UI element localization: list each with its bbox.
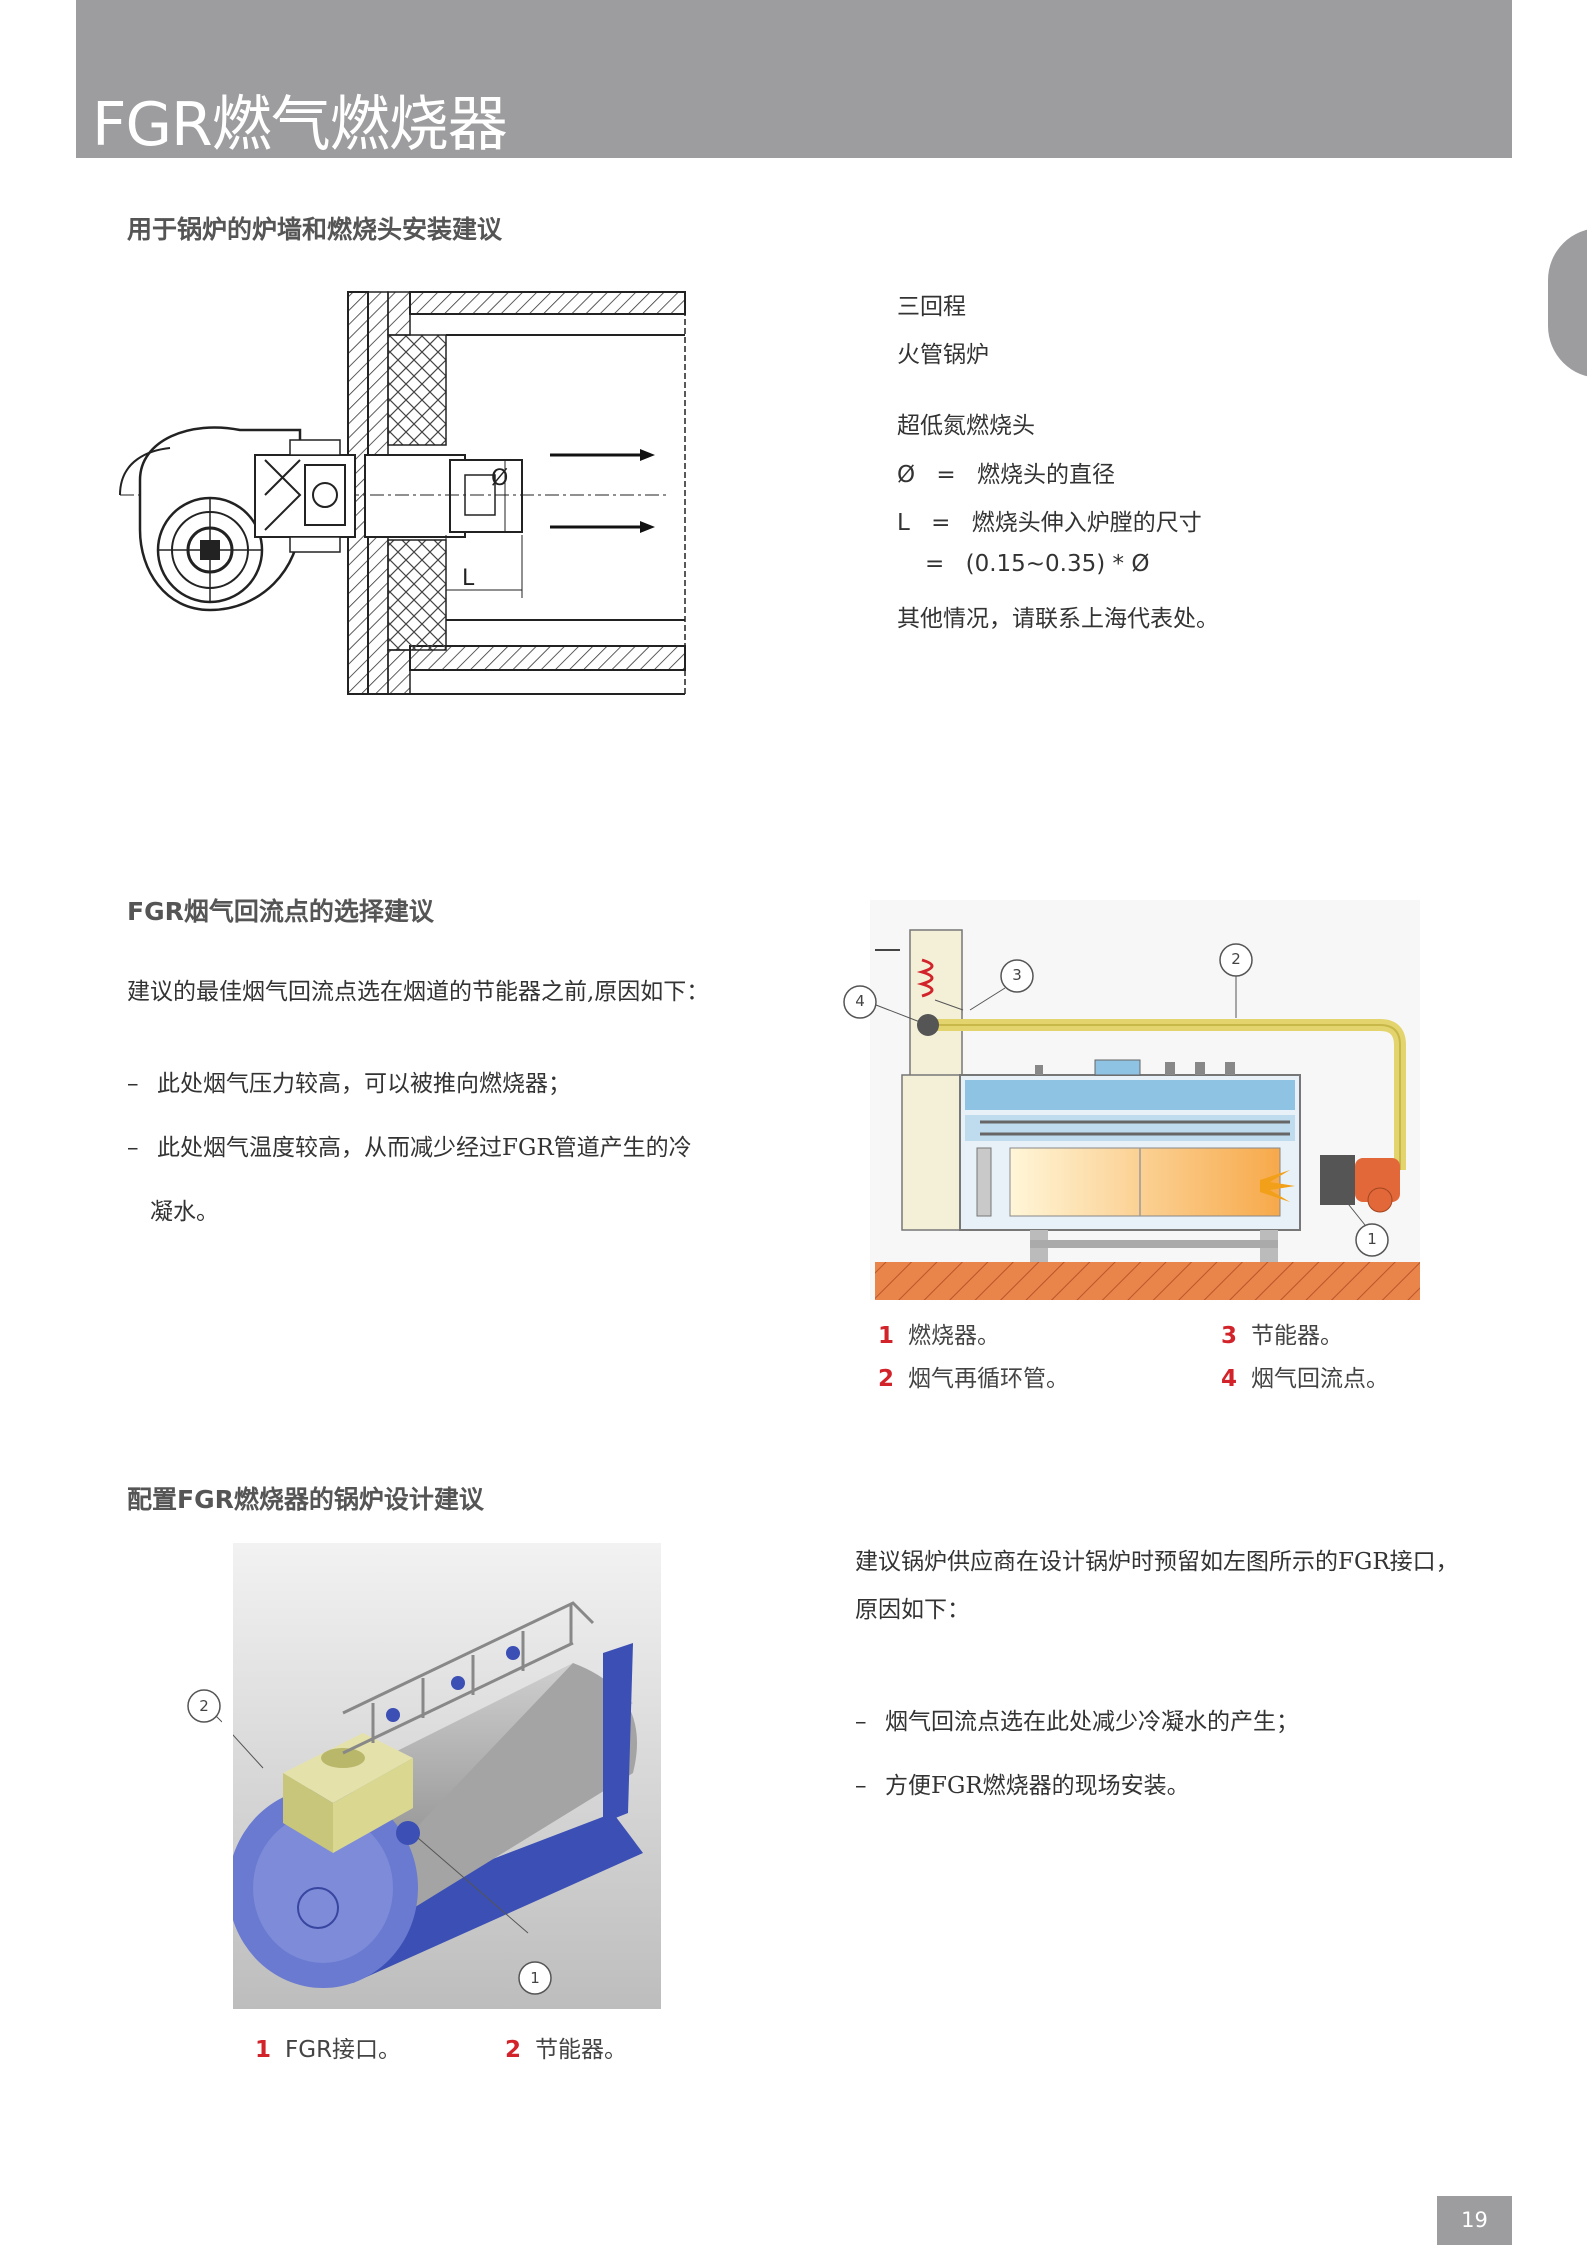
callout-2: 2 xyxy=(199,1697,209,1715)
section2-intro: 建议的最佳烟气回流点选在烟道的节能器之前,原因如下： xyxy=(127,979,710,1005)
burner-installation-diagram xyxy=(119,291,686,695)
callout-2-circle xyxy=(187,1689,222,1723)
equals-sign: = xyxy=(931,510,951,536)
section2-bullet1: –此处烟气压力较高，可以被推向燃烧器； xyxy=(127,1064,571,1098)
section1-title: 用于锅炉的炉墙和燃烧头安装建议 xyxy=(127,215,503,244)
equals-sign: = xyxy=(925,551,945,577)
bullet-dash: – xyxy=(127,1135,139,1161)
bullet-text: 此处烟气温度较高，从而减少经过FGR管道产生的冷 xyxy=(157,1135,692,1161)
note-fire-tube-boiler: 火管锅炉 xyxy=(897,342,989,368)
bullet-text: 烟气回流点选在此处减少冷凝水的产生； xyxy=(885,1709,1299,1735)
header-banner xyxy=(76,0,1512,158)
section3-intro: 建议锅炉供应商在设计锅炉时预留如左图所示的FGR接口， xyxy=(855,1549,1459,1575)
note-contact: 其他情况，请联系上海代表处。 xyxy=(897,606,1219,632)
length-formula: (0.15~0.35) * Ø xyxy=(965,551,1150,577)
bullet-dash: – xyxy=(127,1071,139,1097)
callout-3: 3 xyxy=(1012,966,1022,984)
page-title: FGR燃气燃烧器 xyxy=(92,90,508,160)
page-number-box xyxy=(1437,2196,1512,2245)
note-three-pass: 三回程 xyxy=(897,294,966,320)
diameter-definition: 燃烧头的直径 xyxy=(977,462,1116,488)
diameter-symbol: Ø xyxy=(897,462,916,488)
bullet-dash: – xyxy=(855,1709,867,1735)
bullet-dash: – xyxy=(855,1773,867,1799)
side-tab xyxy=(1548,228,1587,378)
length-definition: 燃烧头伸入炉膛的尺寸 xyxy=(971,510,1202,536)
section3-title: 配置FGR燃烧器的锅炉设计建议 xyxy=(127,1485,484,1514)
note-formula: = (0.15~0.35) * Ø xyxy=(925,551,1149,577)
note-low-nox-head: 超低氮燃烧头 xyxy=(897,413,1035,439)
section3-intro-cont: 原因如下： xyxy=(855,1597,970,1623)
bullet-text: 此处烟气压力较高，可以被推向燃烧器； xyxy=(157,1071,571,1097)
bullet-text: 方便FGR燃烧器的现场安装。 xyxy=(885,1773,1190,1799)
note-diameter: Ø = 燃烧头的直径 xyxy=(897,455,1115,489)
section2-bullet2: –此处烟气温度较高，从而减少经过FGR管道产生的冷 xyxy=(127,1128,692,1162)
section2-title: FGR烟气回流点的选择建议 xyxy=(127,897,434,926)
callout-1: 1 xyxy=(530,1969,540,1987)
section2-bullet2-cont: 凝水。 xyxy=(150,1199,219,1225)
length-label: L xyxy=(462,566,475,591)
callout-1: 1 xyxy=(1367,1230,1377,1248)
diameter-label: Ø xyxy=(491,466,509,491)
callout-4: 4 xyxy=(855,992,865,1010)
callout-2: 2 xyxy=(1231,950,1241,968)
page-number: 19 xyxy=(1461,2208,1488,2232)
boiler-3d-render xyxy=(233,1543,661,2009)
section3-bullet2: –方便FGR燃烧器的现场安装。 xyxy=(855,1766,1190,1800)
equals-sign: = xyxy=(936,462,956,488)
fgr-boiler-diagram xyxy=(843,900,1420,1300)
note-length: L = 燃烧头伸入炉膛的尺寸 xyxy=(897,503,1202,537)
length-symbol: L xyxy=(897,510,910,536)
section3-bullet1: –烟气回流点选在此处减少冷凝水的产生； xyxy=(855,1702,1299,1736)
